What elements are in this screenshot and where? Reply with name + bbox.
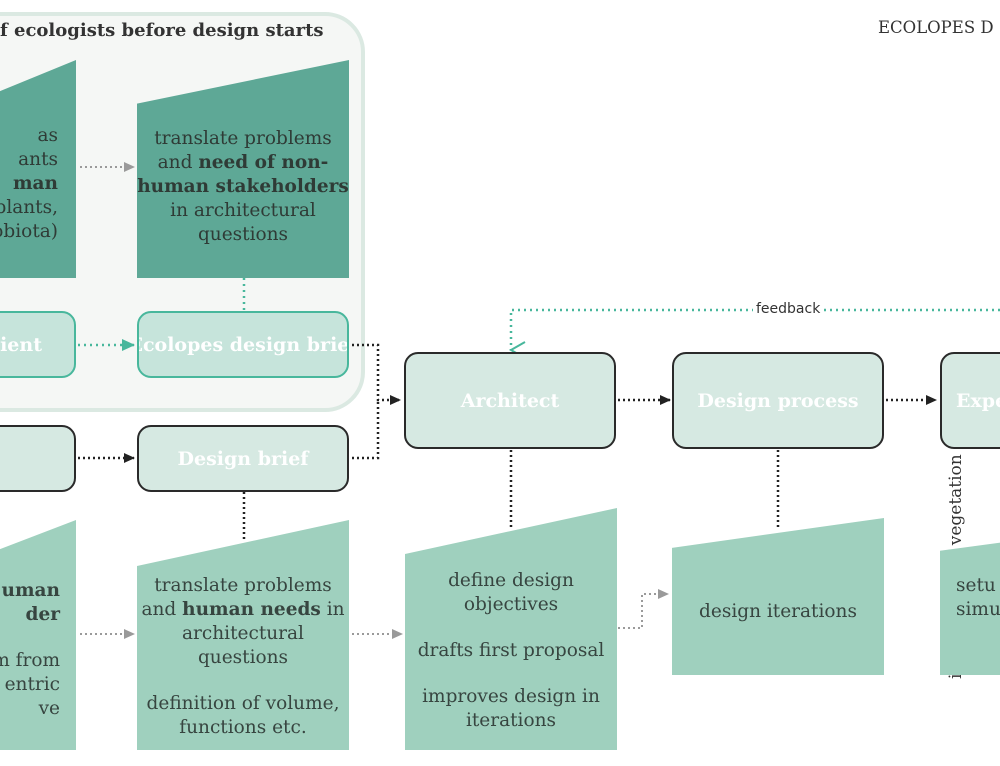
design-iterations-card: design iterations — [672, 518, 884, 675]
stakeholder-line-4: (plants, — [0, 197, 58, 218]
edge-architect-card-to-iterations — [618, 589, 669, 629]
design-iterations-label: design iterations — [699, 600, 857, 622]
design-brief-label: Design brief — [177, 447, 309, 470]
edge-feedback-loop — [511, 308, 1000, 350]
ecolopes-design-brief-label: Ecolopes design brief — [137, 333, 349, 356]
translate-human-line-6: functions etc. — [179, 717, 307, 738]
edge-ecolopes-brief-to-architect — [352, 343, 401, 405]
document-title: ECOLOPES D — [878, 18, 994, 37]
translate-nonhuman-line-2b: need of non- — [198, 152, 329, 173]
human-card-line-5: ve — [38, 698, 60, 719]
ecolopes-design-brief-box: Ecolopes design brief — [137, 311, 349, 378]
translate-nonhuman-line-2a: and — [157, 152, 199, 173]
translate-human-line-1: translate problems — [154, 575, 332, 596]
human-card-line-1: uman — [1, 580, 60, 601]
translate-human-line-2c: in — [320, 599, 345, 620]
architect-tasks-card: define design objectives drafts first pr… — [405, 508, 617, 750]
left-flow-box — [0, 425, 76, 492]
stakeholder-card: as ants man (plants, obiota) — [0, 60, 76, 278]
translate-human-line-4: questions — [197, 647, 289, 668]
group-title: f ecologists before design starts — [0, 20, 324, 41]
translate-nonhuman-line-1: translate problems — [154, 128, 332, 149]
architect-box: Architect — [404, 352, 616, 449]
setup-line-1: setu — [956, 575, 996, 596]
human-card-line-4: entric — [4, 674, 60, 695]
edge-design-brief-to-architect — [352, 400, 380, 460]
human-card-line-3: m from — [0, 650, 60, 671]
architect-tasks-line-2: objectives — [463, 594, 559, 615]
experiment-label: Expe — [956, 389, 1000, 412]
translate-nonhuman-line-2: and need of non- — [158, 151, 329, 175]
translate-nonhuman-card: translate problems and need of non- huma… — [137, 60, 349, 278]
stakeholder-line-2: ants — [18, 149, 58, 170]
feedback-label: feedback — [753, 301, 824, 317]
architect-tasks-line-4: improves design in — [422, 686, 600, 707]
setup-simulation-card: setu simu — [940, 540, 1000, 675]
client-box: lient — [0, 311, 76, 378]
human-card-line-2: der — [25, 604, 60, 625]
stakeholder-line-1: as — [37, 125, 58, 146]
architect-tasks-line-1: define design — [448, 570, 574, 591]
translate-human-line-3: architectural — [182, 623, 304, 644]
translate-nonhuman-line-5: questions — [197, 224, 289, 245]
client-box-label: lient — [0, 333, 42, 356]
architect-tasks-line-5: iterations — [465, 710, 557, 731]
translate-nonhuman-line-4: in architectural — [170, 200, 316, 221]
setup-line-2: simu — [956, 599, 1000, 620]
human-stakeholder-card: uman der m from entric ve — [0, 520, 76, 750]
translate-human-line-5: definition of volume, — [146, 693, 340, 714]
architect-tasks-line-3: drafts first proposal — [417, 640, 605, 661]
architect-label: Architect — [460, 389, 560, 412]
design-process-label: Design process — [697, 389, 859, 412]
translate-human-line-2b: human needs — [182, 599, 321, 620]
stakeholder-line-5: obiota) — [0, 221, 58, 242]
translate-human-line-2a: and — [141, 599, 183, 620]
design-brief-box: Design brief — [137, 425, 349, 492]
design-process-box: Design process — [672, 352, 884, 449]
experiment-box: Expe — [940, 352, 1000, 449]
translate-human-line-2: and human needs in — [141, 598, 344, 622]
translate-nonhuman-line-3: human stakeholders — [137, 176, 349, 197]
stakeholder-line-3: man — [12, 173, 58, 194]
